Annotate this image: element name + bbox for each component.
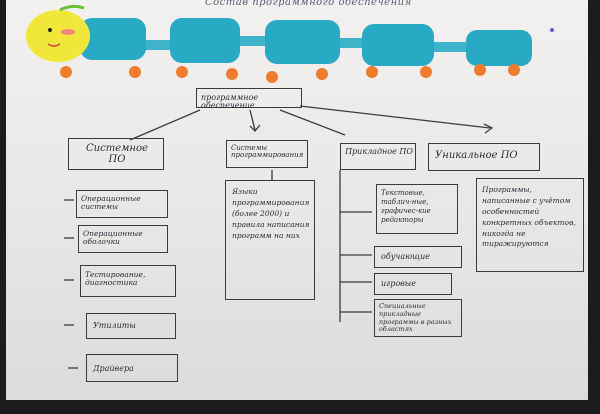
caterpillar-feet [60,64,520,83]
caterpillar-head [26,4,90,62]
applied-item-label: игровые [381,279,417,288]
category-applied-label: Прикладное ПО [345,147,413,156]
system-item-utilities: Утилиты [86,313,176,339]
system-item-label: Тестирование, диагностика [85,270,146,287]
system-item-diagnostics: Тестирование, диагностика [80,265,176,297]
diagram-title: Состав программного обеспечения [205,0,412,8]
system-item-label: Драйвера [93,364,134,373]
category-unique-label: Уникальное ПО [435,150,518,161]
programming-languages-box: Языки программирования (более 2000) и пр… [225,180,315,300]
system-item-drivers: Драйвера [86,354,178,382]
system-item-os: Операционные системы [76,190,168,218]
category-programming-label: Системы программирования [231,144,304,160]
applied-item-label: Специальные прикладные программы в разны… [379,302,452,334]
applied-item-special: Специальные прикладные программы в разны… [374,299,462,337]
category-system-label: Системное ПО [86,143,148,165]
applied-item-games: игровые [374,273,452,295]
system-item-shells: Операционные оболочки [78,225,168,253]
programming-languages-text: Языки программирования (более 2000) и пр… [232,187,310,240]
unique-software-text: Программы, написанные с учётом особеннос… [482,185,576,249]
caterpillar-body [80,18,532,66]
system-item-label: Операционные системы [81,194,141,211]
applied-item-educational: обучающие [374,246,462,268]
system-item-label: Операционные оболочки [83,229,143,246]
connector-lines [64,105,494,369]
category-unique-software: Уникальное ПО [428,143,540,171]
paper-sheet [6,0,588,400]
applied-item-editors: Текстовые, таблич-ные, графичес-кие реда… [376,184,458,234]
category-system-software: Системное ПО [68,138,164,170]
category-programming-systems: Системы программирования [226,140,308,168]
applied-item-label: обучающие [381,252,431,261]
applied-item-label: Текстовые, таблич-ные, графичес-кие реда… [381,189,431,225]
decorative-dot [550,28,554,32]
system-item-label: Утилиты [93,321,136,330]
root-label: программное обеспечение [201,93,259,111]
category-applied-software: Прикладное ПО [340,143,416,170]
unique-software-box: Программы, написанные с учётом особеннос… [476,178,584,272]
root-node: программное обеспечение [196,88,302,111]
